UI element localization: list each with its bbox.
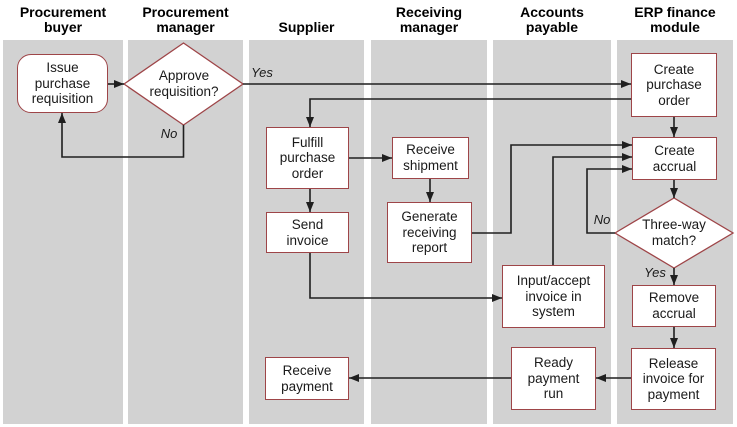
node-issue-purchase-requisition: Issue purchase requisition: [17, 54, 108, 113]
lane-header-accounts-payable: Accounts payable: [493, 3, 611, 36]
edge-report-to-create-accrual: [472, 141, 632, 234]
lane-header-label: Receiving manager: [395, 3, 463, 36]
node-ready-payment-run: Ready payment run: [511, 347, 596, 410]
lane-header-supplier: Supplier: [249, 3, 364, 36]
lane-header-label: Supplier: [278, 19, 335, 36]
node-input-accept-invoice: Input/accept invoice in system: [502, 265, 605, 328]
node-receive-shipment: Receive shipment: [392, 137, 469, 179]
lane-header-procurement-manager: Procurement manager: [128, 3, 243, 36]
edge-match-no-to-create-accrual: [586, 165, 632, 234]
lane-header-receiving-manager: Receiving manager: [371, 3, 487, 36]
node-send-invoice: Send invoice: [266, 212, 349, 253]
edge-label-match-no: No: [593, 212, 611, 227]
edge-approve-no-to-issue: [58, 113, 185, 158]
lane-header-erp-finance-module: ERP finance module: [617, 3, 733, 36]
lane-header-label: Procurement manager: [142, 3, 229, 36]
edge-label-match-yes: Yes: [644, 265, 666, 280]
node-create-accrual: Create accrual: [632, 137, 717, 180]
lane-header-procurement-buyer: Procurement buyer: [3, 3, 123, 36]
node-release-invoice-for-payment: Release invoice for payment: [631, 348, 716, 410]
node-remove-accrual: Remove accrual: [632, 285, 716, 327]
lane-header-label: ERP finance module: [634, 3, 716, 36]
node-create-purchase-order: Create purchase order: [631, 53, 717, 117]
edge-label-approve-no: No: [160, 126, 178, 141]
node-generate-receiving-report: Generate receiving report: [387, 202, 472, 263]
node-three-way-match-diamond: [613, 197, 735, 269]
lane-header-label: Procurement buyer: [19, 3, 107, 36]
lane-header-label: Accounts payable: [520, 3, 584, 36]
node-approve-requisition-label: Approve requisition?: [149, 68, 219, 99]
edge-label-approve-yes: Yes: [251, 65, 273, 80]
node-fulfill-purchase-order: Fulfill purchase order: [266, 127, 349, 189]
edge-input-accept-to-create-accrual: [552, 153, 632, 265]
node-three-way-match-label: Three-way match?: [642, 217, 706, 248]
edge-send-invoice-to-input-accept: [309, 253, 502, 302]
node-receive-payment: Receive payment: [265, 357, 349, 400]
edge-create-po-to-fulfill: [306, 98, 631, 127]
